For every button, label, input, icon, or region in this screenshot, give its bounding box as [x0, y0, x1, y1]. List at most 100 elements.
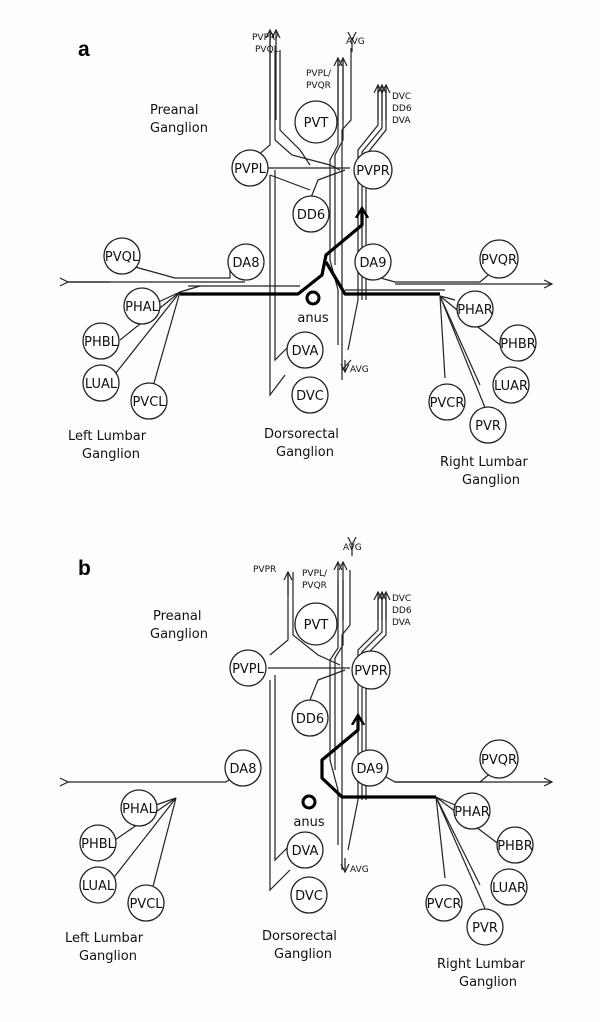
svg-text:PVCR: PVCR — [427, 897, 462, 912]
neuron-lual-b: LUAL — [79, 866, 117, 904]
svg-text:PVPR: PVPR — [356, 164, 390, 179]
svg-text:PHBR: PHBR — [497, 839, 533, 854]
label-pvpl-pvqr-a1: PVPL/ — [306, 69, 332, 79]
neuron-phbl-a: PHBL — [82, 322, 120, 360]
right-lumbar-label-b2: Ganglion — [459, 975, 517, 990]
label-avg-top-a: AVG — [346, 37, 365, 47]
neuron-pvpl-b: PVPL — [229, 649, 267, 687]
neuron-dva-a: DVA — [286, 331, 324, 369]
right-lumbar-label-a2: Ganglion — [462, 473, 520, 488]
anus-label-a: anus — [297, 311, 328, 326]
label-pvpr-pvql-a1: PVPR/ — [252, 33, 279, 43]
svg-text:DA8: DA8 — [230, 762, 257, 777]
neuron-pvpr-a: PVPR — [353, 150, 393, 190]
thick-pathway-b — [320, 715, 436, 799]
neuron-phal-b: PHAL — [120, 789, 158, 827]
svg-text:DA9: DA9 — [360, 256, 387, 271]
neuron-pvcr-b: PVCR — [425, 884, 463, 922]
anus-marker-a — [305, 290, 321, 306]
svg-text:PVQR: PVQR — [481, 253, 517, 268]
preanal-ganglion-label-a2: Ganglion — [150, 121, 208, 136]
neuron-pvr-b: PVR — [466, 908, 504, 946]
dorsorectal-label-a2: Ganglion — [276, 445, 334, 460]
svg-text:LUAR: LUAR — [492, 881, 526, 896]
preanal-ganglion-label-b2: Ganglion — [150, 627, 208, 642]
svg-text:DD6: DD6 — [296, 712, 324, 727]
svg-text:PHAL: PHAL — [122, 802, 157, 817]
svg-text:PHAL: PHAL — [125, 300, 160, 315]
svg-text:PVCL: PVCL — [132, 395, 166, 410]
svg-text:PHBL: PHBL — [81, 837, 116, 852]
svg-text:PVCR: PVCR — [430, 396, 465, 411]
neuron-phal-a: PHAL — [123, 287, 161, 325]
neuron-pvcr-a: PVCR — [428, 383, 466, 421]
panel-label-a: a — [78, 38, 90, 61]
neuron-dva-b: DVA — [286, 831, 324, 869]
label-dva-a: DVA — [392, 116, 411, 126]
svg-text:PVT: PVT — [304, 116, 329, 131]
neuron-pvqr-a: PVQR — [479, 239, 519, 279]
left-lumbar-label-b1: Left Lumbar — [65, 931, 144, 946]
neuron-pvt-a: PVT — [294, 100, 338, 144]
neuron-pvt-b: PVT — [294, 602, 338, 646]
svg-text:PVQR: PVQR — [481, 753, 517, 768]
neuron-pvr-a: PVR — [469, 406, 507, 444]
svg-text:DVC: DVC — [296, 389, 324, 404]
right-lumbar-label-a1: Right Lumbar — [440, 455, 529, 470]
label-avg-bottom-b: AVG — [350, 865, 369, 875]
dorsorectal-label-a1: Dorsorectal — [264, 427, 339, 442]
neuron-dvc-b: DVC — [290, 876, 328, 914]
svg-text:PHAR: PHAR — [457, 303, 493, 318]
label-avg-bottom-a: AVG — [350, 365, 369, 375]
panel-b: b — [65, 543, 552, 990]
svg-text:PVR: PVR — [472, 921, 498, 936]
neuron-phbr-a: PHBR — [499, 324, 537, 362]
neuron-pvpr-b: PVPR — [351, 650, 391, 690]
label-pvpl-pvqr-a2: PVQR — [306, 81, 331, 91]
dorsorectal-label-b1: Dorsorectal — [262, 929, 337, 944]
preanal-ganglion-label-a1: Preanal — [150, 103, 198, 118]
label-pvpr-pvql-a2: PVQL — [255, 45, 279, 55]
neuron-pvcl-a: PVCL — [130, 382, 168, 420]
neuron-dvc-a: DVC — [291, 376, 329, 414]
neuron-pvql-a: PVQL — [103, 237, 141, 275]
panel-label-b: b — [78, 557, 91, 580]
preanal-ganglion-label-b1: Preanal — [153, 609, 201, 624]
panel-a: a — [68, 30, 552, 488]
neuron-pvqr-b: PVQR — [479, 739, 519, 779]
neuron-phbl-b: PHBL — [79, 824, 117, 862]
label-pvpl-pvqr-b2: PVQR — [302, 581, 327, 591]
svg-text:DA8: DA8 — [233, 256, 260, 271]
svg-text:DD6: DD6 — [297, 208, 325, 223]
neuron-da8-a: DA8 — [227, 243, 265, 281]
svg-text:DVA: DVA — [292, 344, 319, 359]
anus-label-b: anus — [293, 815, 324, 830]
svg-text:LUAR: LUAR — [494, 379, 528, 394]
svg-text:DVC: DVC — [295, 889, 323, 904]
label-pvpl-pvqr-b1: PVPL/ — [302, 569, 328, 579]
svg-text:PVQL: PVQL — [105, 250, 140, 265]
label-pvpr-b: PVPR — [253, 565, 276, 575]
neuron-da8-b: DA8 — [224, 749, 262, 787]
label-dva-b: DVA — [392, 618, 411, 628]
label-dvc-a: DVC — [392, 92, 411, 102]
neuron-da9-b: DA9 — [351, 749, 389, 787]
neuron-luar-b: LUAR — [490, 868, 528, 906]
neuron-dd6-b: DD6 — [291, 699, 329, 737]
label-dd6-b: DD6 — [392, 606, 412, 616]
svg-text:DVA: DVA — [292, 844, 319, 859]
neuron-dd6-a: DD6 — [292, 195, 330, 233]
label-avg-top-b: AVG — [343, 543, 362, 553]
neuron-pvpl-a: PVPL — [231, 149, 269, 187]
neuron-da9-a: DA9 — [354, 243, 392, 281]
svg-text:PVCL: PVCL — [129, 897, 163, 912]
svg-text:PHAR: PHAR — [454, 805, 490, 820]
wires-b — [68, 545, 552, 921]
neuron-phar-a: PHAR — [456, 290, 494, 328]
svg-text:PHBR: PHBR — [500, 337, 536, 352]
neuron-pvcl-b: PVCL — [127, 884, 165, 922]
svg-text:PVPR: PVPR — [354, 664, 388, 679]
dorsorectal-label-b2: Ganglion — [274, 947, 332, 962]
